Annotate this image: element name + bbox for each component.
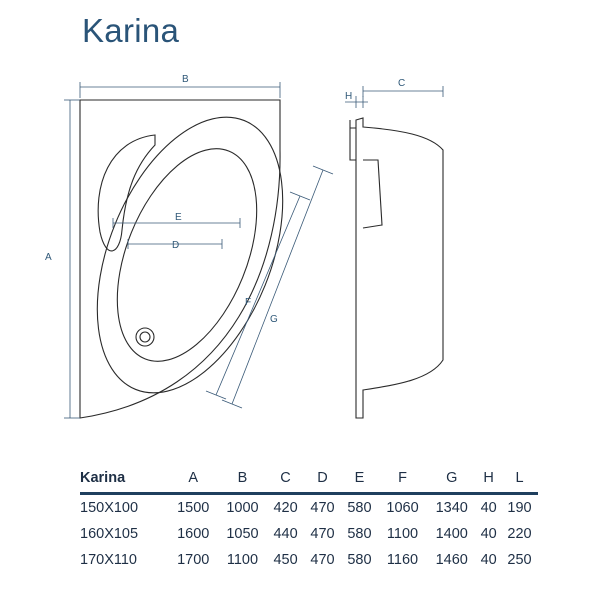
technical-drawing: B A E D F G C H [45,74,444,419]
table-header-f: F [377,464,428,495]
table-header-a: A [168,464,218,495]
table-cell: 1100 [226,552,259,568]
table-cell: 1060 [386,500,419,516]
dimensions-table: Karina A B C D E F G H L 150X100 1500 10… [80,464,538,573]
table-header-b: B [217,464,268,495]
table-header-e: E [340,464,378,495]
table-cell: 470 [310,500,335,516]
product-title: Karina [82,12,180,49]
table-header-model: Karina [80,464,169,495]
table-cell: 1160 [386,552,419,568]
table-cell: 580 [347,526,372,542]
table-cell: 440 [273,526,298,542]
side-view [349,117,444,419]
dim-label-b: B [182,74,189,85]
table-row: 170X110 1700 1100 450 470 580 1160 1460 … [80,547,538,573]
top-view-dimensions [64,82,334,419]
table-cell: 1700 [177,552,210,568]
table-cell: 40 [480,552,497,568]
table-cell: 1340 [435,500,468,516]
dim-label-f: F [245,297,251,308]
table-header-row: Karina A B C D E F G H L [80,464,538,495]
drain [135,327,155,347]
dim-label-h: H [345,91,352,102]
table-cell: 470 [310,526,335,542]
dim-label-e: E [175,212,182,223]
table-cell: 1500 [177,500,210,516]
table-row: 160X105 1600 1050 440 470 580 1100 1400 … [80,521,538,547]
table-cell: 420 [273,500,298,516]
dim-label-g: G [270,314,278,325]
table-cell: 1600 [177,526,210,542]
headrest [97,134,156,252]
side-headrest [362,159,383,229]
bathtub-outline [79,99,281,419]
dim-label-c: C [398,78,405,89]
table-header-h: H [476,464,501,495]
table-cell: 190 [507,500,532,516]
table-cell: 1100 [386,526,419,542]
table-cell: 40 [480,526,497,542]
table-cell: 1400 [435,526,468,542]
table-cell: 470 [310,552,335,568]
table-cell-model: 150X100 [80,500,139,516]
table-header-l: L [500,464,538,495]
table-cell-model: 160X105 [80,526,139,542]
table-cell: 580 [347,500,372,516]
table-header-g: G [427,464,477,495]
dim-label-a: A [45,252,52,263]
basin-inner [116,148,258,362]
basin-rim [96,116,284,394]
side-profile [355,117,444,419]
table-row: 150X100 1500 1000 420 470 580 1060 1340 … [80,494,538,522]
table-cell: 1460 [435,552,468,568]
table-cell: 1000 [226,500,259,516]
table-cell-model: 170X110 [80,552,137,568]
dim-label-d: D [172,240,179,251]
table-cell: 250 [507,552,532,568]
top-view [79,99,284,419]
table-header-d: D [304,464,341,495]
table-header-c: C [267,464,305,495]
table-cell: 450 [273,552,298,568]
side-view-dimensions [345,86,444,108]
table-cell: 40 [480,500,497,516]
table-cell: 220 [507,526,532,542]
table-cell: 1050 [226,526,259,542]
table-cell: 580 [347,552,372,568]
